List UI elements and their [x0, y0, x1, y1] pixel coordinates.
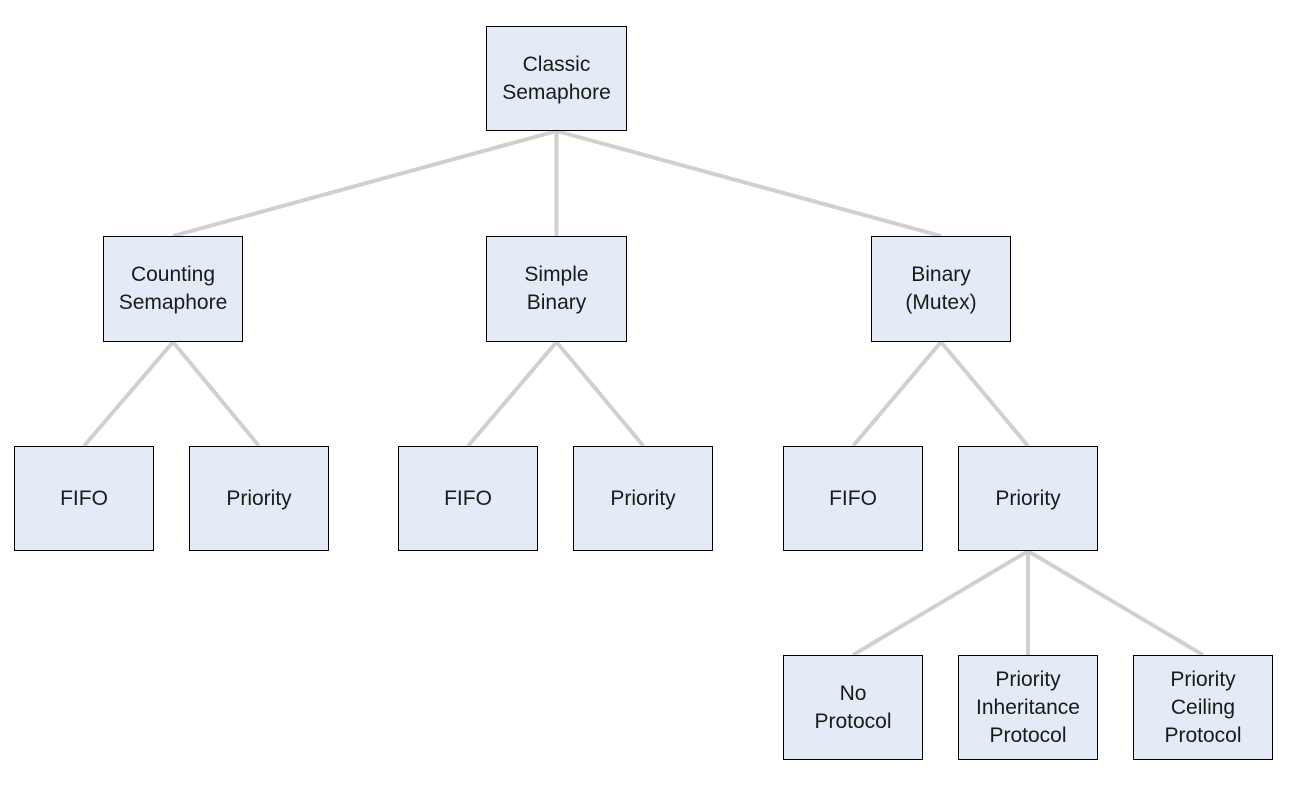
- connector-line: [851, 340, 943, 448]
- connector-line: [172, 129, 558, 238]
- node-binary-fifo: FIFO: [783, 446, 923, 551]
- node-simple-priority: Priority: [573, 446, 713, 551]
- node-simple-fifo: FIFO: [398, 446, 538, 551]
- node-simple-binary: Simple Binary: [486, 236, 627, 342]
- connector-line: [554, 340, 646, 448]
- node-no-protocol: No Protocol: [783, 655, 923, 760]
- connector-line: [171, 340, 261, 448]
- node-counting-priority: Priority: [189, 446, 329, 551]
- node-priority-ceiling-protocol: Priority Ceiling Protocol: [1133, 655, 1273, 760]
- node-counting-semaphore: Counting Semaphore: [103, 236, 243, 342]
- node-binary-mutex: Binary (Mutex): [871, 236, 1011, 342]
- connector-line: [466, 340, 559, 448]
- connector-line: [851, 549, 1030, 657]
- node-binary-priority: Priority: [958, 446, 1098, 551]
- connector-line: [555, 129, 942, 238]
- node-counting-fifo: FIFO: [14, 446, 154, 551]
- connector-line: [82, 340, 175, 448]
- node-classic-semaphore: Classic Semaphore: [486, 26, 627, 131]
- connector-line: [939, 340, 1030, 448]
- node-priority-inheritance-protocol: Priority Inheritance Protocol: [958, 655, 1098, 760]
- connector-line: [1026, 549, 1205, 657]
